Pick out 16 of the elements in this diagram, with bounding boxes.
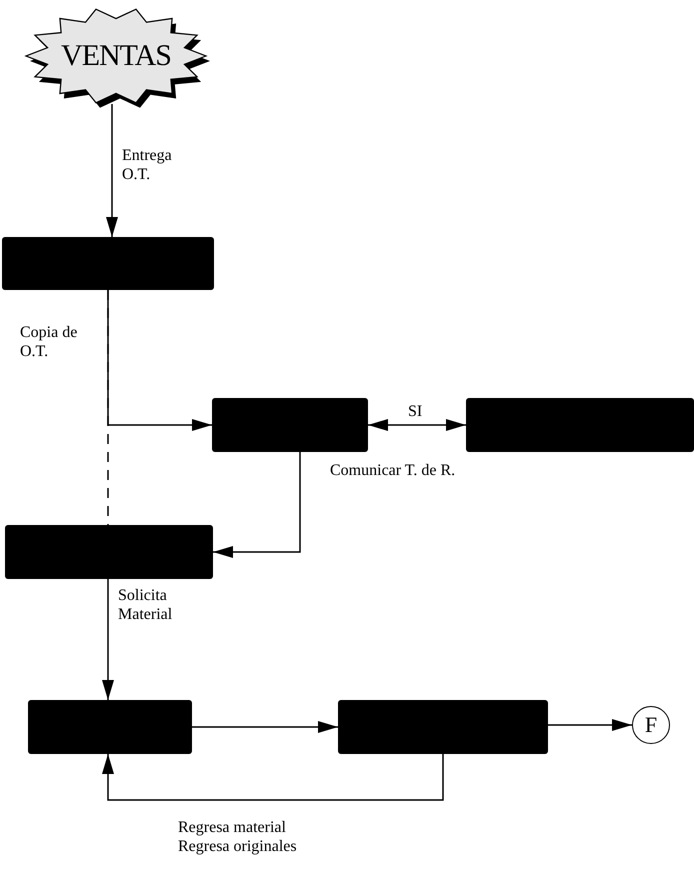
process-box [466,398,694,452]
process-box [2,237,214,290]
process-box [28,700,192,754]
connector-arrow [548,719,632,731]
connector-arrow [102,579,114,700]
end-label: F [644,712,658,738]
process-box [5,525,213,579]
connector-arrow [213,452,301,558]
process-box [338,700,548,754]
connector-arrow [368,419,466,431]
start-label: VENTAS [61,39,171,73]
connector-arrow [106,104,118,237]
process-box [212,398,368,452]
connector-arrow [192,721,338,733]
connector-arrow [102,754,444,801]
terminal-circle [632,706,670,744]
